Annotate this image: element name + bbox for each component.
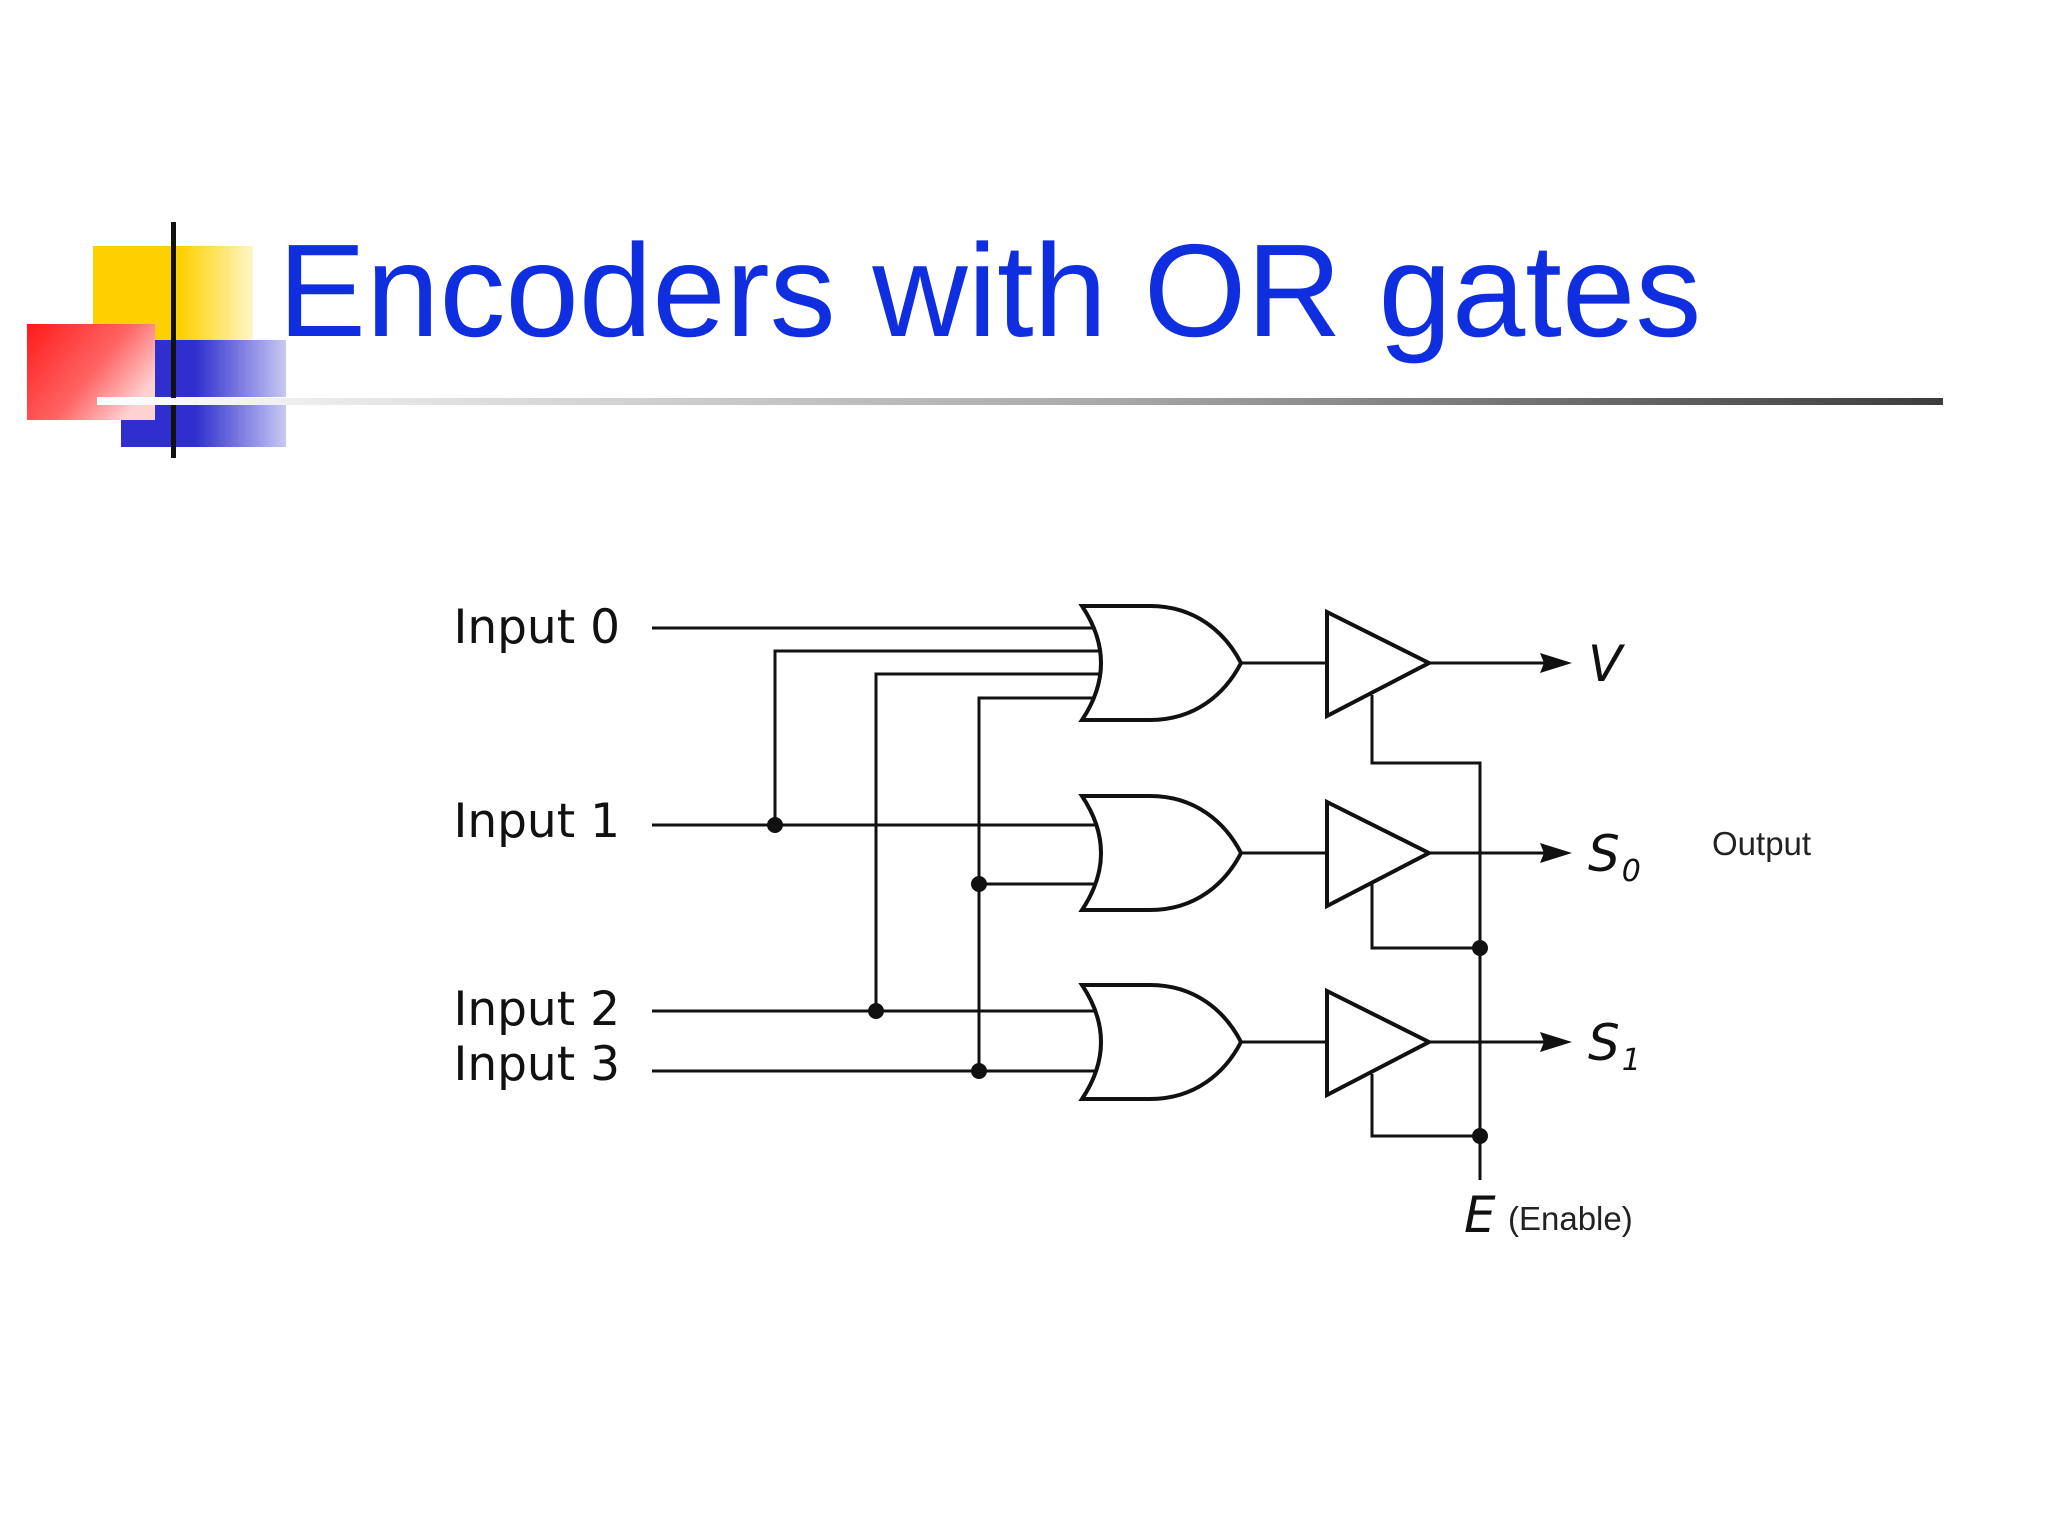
tristate-buffers	[1325, 608, 1434, 1099]
buffer-s0	[1325, 798, 1434, 910]
buffer-s1	[1325, 987, 1434, 1099]
output-label-s0: S0	[1588, 825, 1641, 889]
arrow-s1	[1540, 1032, 1572, 1052]
or-gate-v	[1078, 604, 1244, 722]
arrow-v	[1540, 653, 1572, 673]
junction-dot	[971, 876, 987, 892]
enable-caption: (Enable)	[1508, 1200, 1633, 1237]
logo-vertical-line	[171, 222, 176, 458]
junction-dot	[971, 1063, 987, 1079]
junction-dot	[1472, 940, 1488, 956]
or-gates	[1078, 604, 1244, 1101]
title-underline	[100, 398, 1943, 405]
junction-dot	[767, 817, 783, 833]
wires	[652, 626, 1545, 1180]
enable-label: E	[1464, 1186, 1496, 1244]
output-caption: Output	[1712, 825, 1811, 862]
input-label-2: Input 2	[453, 982, 620, 1037]
page-title: Encoders with OR gates	[278, 217, 1702, 364]
arrow-s0	[1540, 843, 1572, 863]
logo-decoration	[27, 222, 287, 458]
buffer-v	[1325, 608, 1434, 720]
input-label-3: Input 3	[453, 1037, 620, 1092]
junction-dot	[1472, 1128, 1488, 1144]
junction-dot	[868, 1003, 884, 1019]
input-label-1: Input 1	[453, 794, 620, 849]
output-label-v: V	[1588, 635, 1626, 693]
output-arrows	[1540, 653, 1572, 1052]
or-gate-s0	[1078, 794, 1244, 912]
output-label-s1: S1	[1588, 1014, 1641, 1078]
input-label-0: Input 0	[453, 600, 620, 655]
junction-dots	[767, 817, 1488, 1144]
or-gate-s1	[1078, 983, 1244, 1101]
